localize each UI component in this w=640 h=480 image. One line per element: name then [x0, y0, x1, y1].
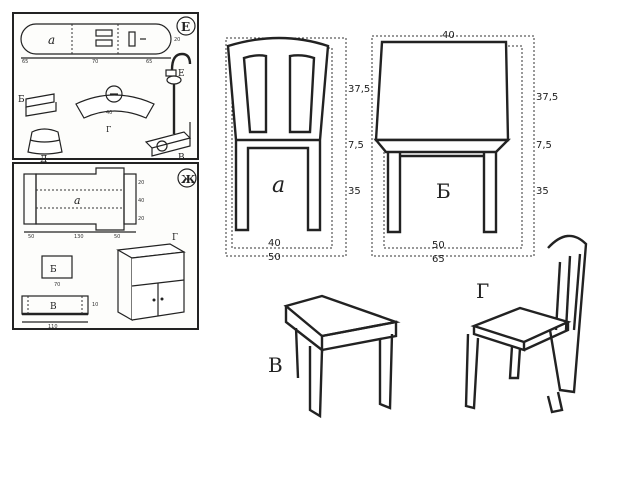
- chair-a-dim-legs: 35: [348, 186, 361, 197]
- dim-e-4: 20: [174, 37, 180, 43]
- chair-b-dim-back: 37,5: [536, 92, 558, 103]
- chair-a-dim-seat: 7,5: [348, 140, 364, 151]
- panel-zh-drawing: Ж а 50 130 50 20 40 20 Б 70 Г В 110: [21, 167, 197, 330]
- panel-e: а 65 70 65 20 Е Е Б Г 40 Д: [12, 12, 199, 162]
- chair-b-dim-legs: 35: [536, 186, 549, 197]
- chair-b-outer-bbox: [371, 35, 535, 257]
- chair-b: 40 Б 37,5 7,5 35 50 65: [371, 30, 558, 265]
- chair-a-dim-40: 40: [268, 238, 281, 249]
- dim-e-2: 70: [92, 59, 98, 65]
- label-b: Б: [18, 95, 25, 105]
- dim-zh-3: 50: [114, 234, 120, 240]
- badge-e: Е: [181, 20, 190, 34]
- dim-zh-8: 110: [48, 324, 58, 330]
- chair-g-label: Г: [476, 279, 489, 303]
- badge-zh-circle: [177, 168, 197, 188]
- chair-b-dim-50: 50: [432, 240, 445, 251]
- dim-e-3: 65: [146, 59, 152, 65]
- dim-e-1: 65: [22, 59, 28, 65]
- dim-zh-5: 40: [138, 198, 144, 204]
- panel-zh: Ж а 50 130 50 20 40 20 Б 70 Г В 110: [12, 162, 199, 330]
- dim-e-5: 40: [106, 110, 112, 116]
- chair-b-dim-65: 65: [432, 254, 445, 265]
- chair-g: Г: [464, 234, 588, 414]
- stool-v-top: [283, 294, 401, 338]
- chair-b-label: Б: [436, 179, 451, 203]
- chair-a-dim-50: 50: [268, 252, 281, 263]
- label-d: Д: [40, 155, 47, 162]
- label-a: а: [48, 33, 55, 47]
- chair-a-outline: [226, 36, 330, 232]
- label-zh-a: а: [74, 194, 81, 207]
- badge-zh: Ж: [181, 173, 196, 186]
- label-zh-g: Г: [172, 233, 178, 243]
- label-zh-v: В: [50, 302, 57, 312]
- arc-piece: [75, 94, 155, 119]
- label-zh-b: Б: [50, 265, 57, 275]
- badge-e-circle: [176, 16, 196, 36]
- chair-b-back: [374, 40, 510, 142]
- chair-a-dim-back: 37,5: [348, 84, 370, 95]
- chair-a-label: а: [272, 173, 285, 198]
- chair-b-seat: [373, 138, 511, 154]
- chairs-drawing: а 37,5 7,5 35 40 50 40 Б 37,5 7,5 35 50 …: [225, 30, 588, 419]
- dim-zh-7: 70: [54, 282, 60, 288]
- label-e-small: Е: [178, 69, 185, 79]
- panel-e-drawing: а 65 70 65 20 Е Е Б Г 40 Д: [18, 16, 196, 162]
- dim-zh-9: 10: [92, 302, 98, 308]
- label-v: В: [178, 153, 185, 162]
- chair-a: а 37,5 7,5 35 40 50: [225, 36, 370, 263]
- stool-v: В: [268, 294, 401, 419]
- plank-a-outline: [20, 23, 172, 55]
- label-g: Г: [106, 125, 111, 134]
- dim-zh-1: 50: [28, 234, 34, 240]
- stool-v-label: В: [268, 353, 283, 377]
- chair-b-dim-seat: 7,5: [536, 140, 552, 151]
- dim-zh-4: 20: [138, 180, 144, 186]
- dim-zh-2: 130: [74, 234, 84, 240]
- chair-b-dim-top: 40: [442, 30, 455, 41]
- dim-zh-6: 20: [138, 216, 144, 222]
